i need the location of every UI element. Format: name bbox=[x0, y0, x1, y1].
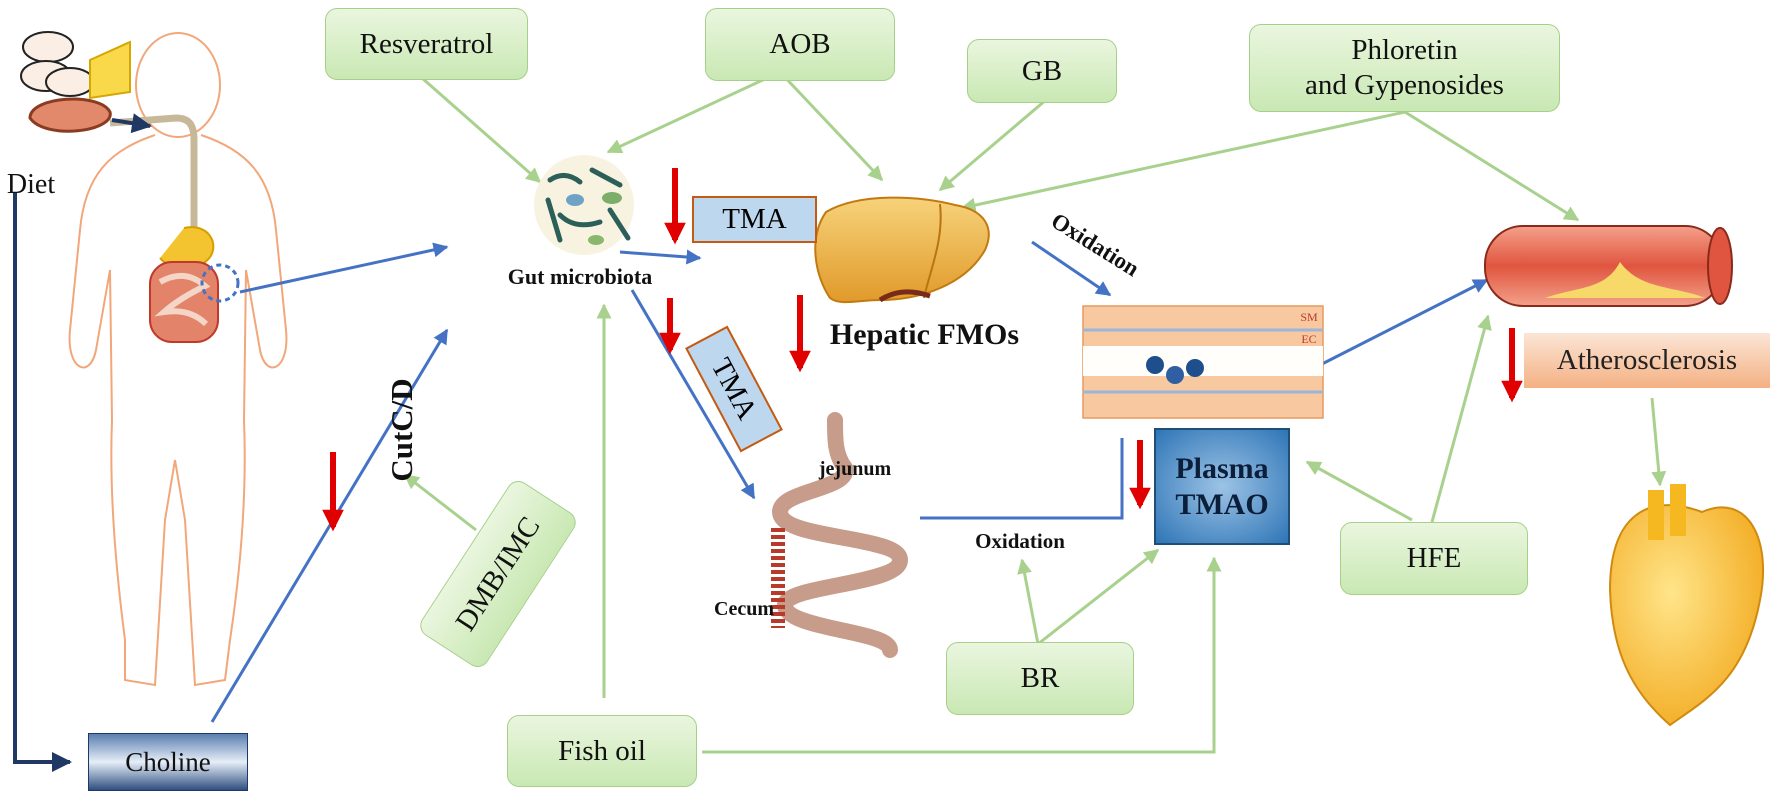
liver-icon bbox=[814, 196, 990, 304]
cecum-label: Cecum bbox=[714, 597, 774, 620]
jejunum-label: jejunum bbox=[818, 457, 892, 480]
bacteria-icon bbox=[534, 155, 634, 255]
aob-box: AOB bbox=[705, 8, 895, 81]
heart-icon bbox=[1608, 484, 1765, 727]
plasma-tmao-box: Plasma TMAO bbox=[1154, 428, 1290, 545]
gut-microbiota-label: Gut microbiota bbox=[507, 264, 653, 289]
gb-box: GB bbox=[967, 39, 1117, 103]
tma-box-top: TMA bbox=[692, 196, 817, 243]
human-body-icon bbox=[68, 32, 288, 687]
hfe-box: HFE bbox=[1340, 522, 1528, 595]
artery-icon bbox=[1484, 225, 1733, 307]
digestive-tract-icon bbox=[109, 114, 240, 343]
phloretin-gypenosides-box: Phloretin and Gypenosides bbox=[1249, 24, 1560, 112]
oxidation-label-bottom: Oxidation bbox=[975, 528, 1065, 553]
cutc-d-label: CutC/D bbox=[384, 378, 419, 482]
fish-oil-box: Fish oil bbox=[507, 715, 697, 787]
inhibition-arrows bbox=[322, 168, 1523, 532]
vessel-sm-label: SM bbox=[1300, 309, 1318, 324]
diet-label: Diet bbox=[6, 169, 56, 200]
intestine-icon bbox=[771, 412, 909, 658]
atherosclerosis-box: Atherosclerosis bbox=[1524, 333, 1770, 388]
resveratrol-box: Resveratrol bbox=[325, 8, 528, 80]
br-box: BR bbox=[946, 642, 1134, 715]
hepatic-fmos-label: Hepatic FMOs bbox=[829, 318, 1020, 351]
vessel-ec-label: EC bbox=[1301, 331, 1317, 346]
choline-box: Choline bbox=[88, 733, 248, 791]
food-icon bbox=[20, 31, 131, 133]
connectors bbox=[13, 70, 1667, 772]
blood-vessel-icon bbox=[1082, 305, 1324, 419]
